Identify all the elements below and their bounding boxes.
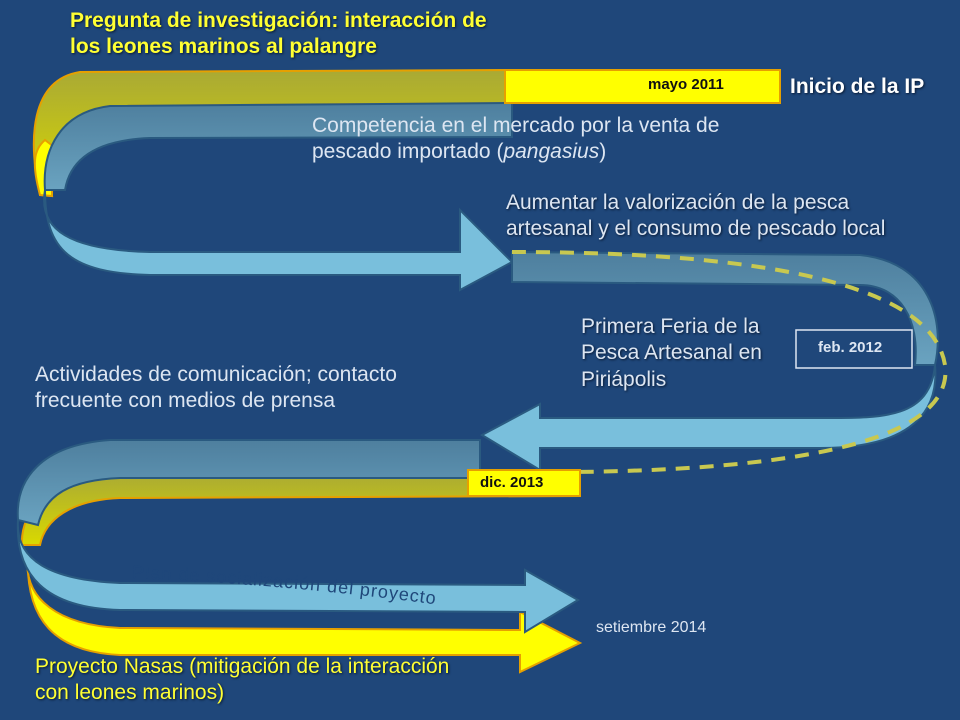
increase-line-1: Aumentar la valorización de la pesca	[506, 191, 850, 214]
competition-line-2-pre: pescado importado (	[312, 140, 504, 164]
blue-arrow-3	[16, 519, 580, 634]
communication-line-2: frecuente con medios de prensa	[35, 389, 336, 413]
research-question-line-2: los leones marinos al palangre	[70, 35, 377, 59]
competition-italic: pangasius	[503, 140, 600, 164]
increase-valorization-text: Aumentar la valorización de la pesca art…	[506, 190, 885, 243]
increase-line-2: artesanal y el consumo de pescado local	[506, 217, 886, 241]
yellow-arrow-bottom	[26, 554, 583, 674]
blue-arrow-2	[479, 364, 937, 472]
date-box-dec-2013	[467, 469, 581, 497]
nasas-project-text: Proyecto Nasas (mitigación de la interac…	[35, 654, 449, 707]
dashed-guide	[511, 250, 948, 474]
competition-line-2-post: )	[599, 140, 607, 164]
date-sep-2014: setiembre 2014	[596, 619, 707, 636]
fair-line-2: Pesca Artesanal en	[581, 341, 762, 365]
competition-line-1: Competencia en el mercado por la venta d…	[312, 114, 720, 137]
blue-band-upper	[43, 101, 513, 191]
fair-line-1: Primera Feria de la	[581, 315, 760, 338]
blue-arrow-1	[43, 189, 514, 292]
research-question-line-1: Pregunta de investigación: interacción d…	[70, 9, 487, 32]
date-dec-2013: dic. 2013	[480, 474, 544, 491]
communication-line-1: Actividades de comunicación; contacto	[35, 363, 397, 386]
competition-line-2: pescado importado (pangasius)	[312, 139, 719, 165]
date-feb-2012: feb. 2012	[818, 339, 883, 356]
fair-text: Primera Feria de la Pesca Artesanal en P…	[581, 314, 762, 393]
fair-line-3: Piriápolis	[581, 367, 667, 391]
date-box-may-2011	[504, 69, 781, 104]
date-may-2011: mayo 2011	[648, 76, 724, 93]
nasas-line-2: con leones marinos)	[35, 681, 225, 705]
date-box-feb-2012	[795, 329, 913, 369]
nasas-line-1: Proyecto Nasas (mitigación de la interac…	[35, 655, 450, 678]
communication-text: Actividades de comunicación; contacto fr…	[35, 362, 397, 415]
competition-text: Competencia en el mercado por la venta d…	[312, 113, 719, 166]
start-label: Inicio de la IP	[790, 75, 925, 98]
research-question: Pregunta de investigación: interacción d…	[70, 8, 487, 61]
